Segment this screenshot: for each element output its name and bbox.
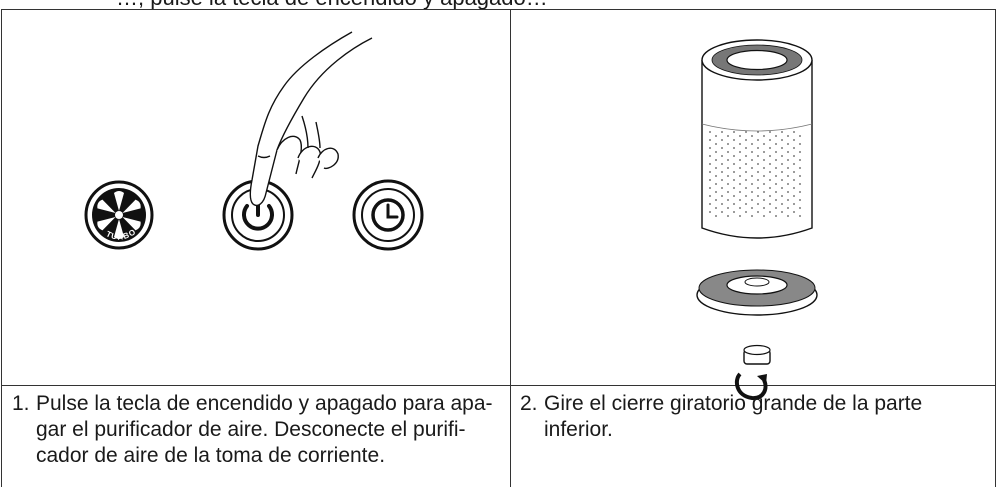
turbo-fan-icon: TURBO <box>84 180 154 250</box>
step-1-illustration: TURBO <box>72 18 452 278</box>
step-2-caption: 2. Gire el cierre giratorio grande de la… <box>520 391 990 443</box>
header-fragment: …, pulse la tecla de encendido y apagado… <box>116 0 548 9</box>
instruction-table: TURBO <box>1 9 996 487</box>
rotate-arrow-icon <box>732 368 772 404</box>
step-2-number: 2. <box>520 392 538 415</box>
timer-icon <box>352 179 424 251</box>
step-1-line-1: Pulse la tecla de encendido y apagado pa… <box>36 392 493 415</box>
step-1-line-3: cador de aire de la toma de corriente. <box>36 444 386 467</box>
step-1-line-2: gar el purificador de aire. Desconecte e… <box>36 418 466 441</box>
row-divider <box>2 385 995 387</box>
finger-icon <box>249 31 373 207</box>
step-2-line-1: Gire el cierre giratorio grande de la pa… <box>544 392 923 441</box>
purifier-icon <box>696 39 818 365</box>
column-divider <box>510 10 512 487</box>
step-1-number: 1. <box>12 392 30 415</box>
step-1-caption: 1. Pulse la tecla de encendido y apagado… <box>12 391 504 469</box>
step-2-illustration <box>682 20 832 370</box>
